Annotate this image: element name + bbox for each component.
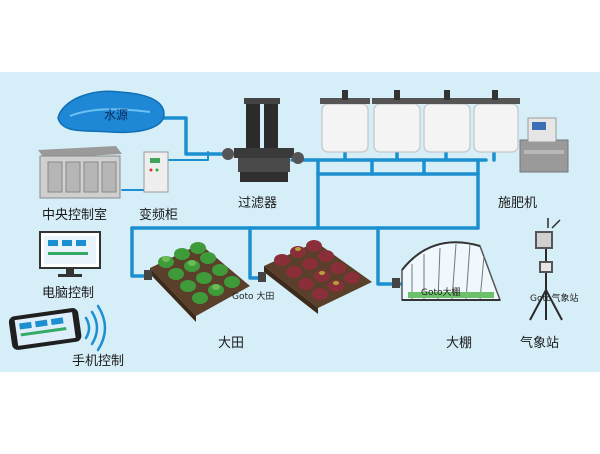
valves <box>144 270 400 288</box>
water-source <box>57 90 165 134</box>
tank-2 <box>372 90 422 153</box>
pipe-branch-field-1 <box>130 226 150 278</box>
label-fertilizer-machine: 施肥机 <box>498 196 538 211</box>
fertilizer-machine <box>519 117 569 173</box>
inverter-cabinet <box>143 151 169 193</box>
computer-monitor <box>39 231 101 277</box>
tank-3 <box>422 90 472 153</box>
label-greenhouse: 大棚 <box>446 336 473 351</box>
pipe-tank-drops <box>343 148 496 162</box>
label-goto-greenhouse: Goto大棚 <box>421 288 461 298</box>
label-filter: 过滤器 <box>238 196 278 211</box>
label-goto-weather: Goto气象站 <box>530 294 579 304</box>
label-water-source: 水源 <box>104 108 129 122</box>
pipe-tank-risers <box>316 158 480 176</box>
label-inverter-cabinet: 变频柜 <box>139 208 179 223</box>
label-mobile-control: 手机控制 <box>72 354 125 369</box>
tank-1 <box>320 90 370 153</box>
weather-station <box>529 218 563 321</box>
tank-4 <box>472 90 520 153</box>
filter-unit <box>222 98 304 182</box>
cable-inverter <box>167 151 209 161</box>
wifi-icon <box>84 304 107 352</box>
field-plot-1 <box>150 242 250 322</box>
label-central-control-room: 中央控制室 <box>42 208 108 223</box>
mobile-phone <box>8 308 82 350</box>
label-weather-station: 气象站 <box>520 336 560 351</box>
label-pc-control: 电脑控制 <box>42 286 95 301</box>
control-room-building <box>38 146 122 199</box>
field-plot-2 <box>264 240 372 314</box>
label-field: 大田 <box>218 336 245 351</box>
label-goto-field: Goto 大田 <box>232 292 275 302</box>
fertilizer-tanks <box>320 90 520 153</box>
greenhouse <box>401 241 502 301</box>
